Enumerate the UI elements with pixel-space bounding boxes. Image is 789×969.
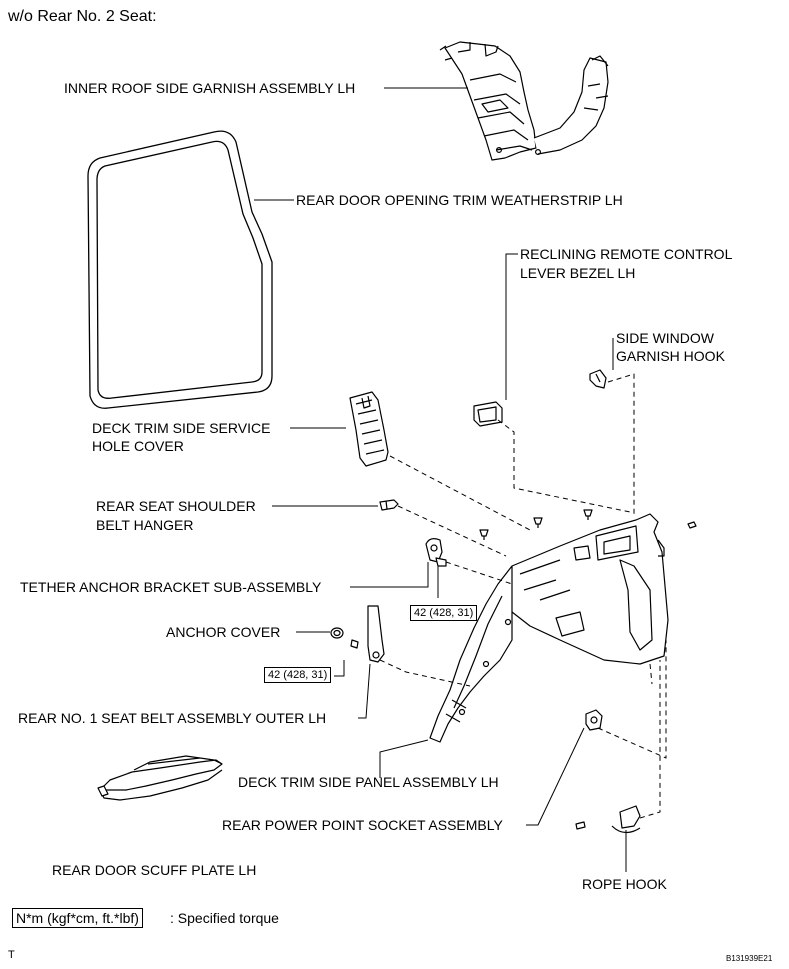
footer-left-code: T <box>8 949 15 961</box>
seat-belt-part <box>350 605 385 663</box>
diagram-title: w/o Rear No. 2 Seat: <box>8 8 157 25</box>
inner-roof-garnish-part <box>439 41 609 161</box>
label-service-hole-cover-line1: DECK TRIM SIDE SERVICE <box>92 420 271 436</box>
leader-lines <box>254 87 627 872</box>
legend-torque-unit: N*m (kgf*cm, ft.*lbf) <box>12 908 143 928</box>
legend-torque-text: : Specified torque <box>170 910 279 926</box>
deck-panel-part <box>429 513 669 743</box>
label-deck-panel: DECK TRIM SIDE PANEL ASSEMBLY LH <box>238 774 499 790</box>
label-garnish-hook-line2: GARNISH HOOK <box>616 348 725 364</box>
label-belt-hanger-line2: BELT HANGER <box>96 517 194 533</box>
garnish-hook-part <box>589 369 607 389</box>
label-weatherstrip: REAR DOOR OPENING TRIM WEATHERSTRIP LH <box>296 192 623 208</box>
label-scuff-plate: REAR DOOR SCUFF PLATE LH <box>52 862 257 878</box>
belt-hanger-part <box>379 499 399 511</box>
label-tether-bracket: TETHER ANCHOR BRACKET SUB-ASSEMBLY <box>20 579 322 595</box>
weatherstrip-part <box>87 130 273 409</box>
label-inner-roof-garnish: INNER ROOF SIDE GARNISH ASSEMBLY LH <box>64 80 356 96</box>
label-reclining-bezel-line1: RECLINING REMOTE CONTROL <box>520 246 733 262</box>
label-anchor-cover: ANCHOR COVER <box>166 624 281 640</box>
torque-seat-belt: 42 (428, 31) <box>264 667 332 683</box>
label-belt-hanger-line1: REAR SEAT SHOULDER <box>96 498 256 514</box>
reclining-bezel-part <box>473 401 503 427</box>
label-seat-belt: REAR NO. 1 SEAT BELT ASSEMBLY OUTER LH <box>18 710 327 726</box>
clip-fasteners <box>479 509 697 830</box>
service-hole-cover-part <box>349 391 389 467</box>
assembly-guide-lines <box>379 373 667 819</box>
label-service-hole-cover-line2: HOLE COVER <box>92 438 184 454</box>
scuff-plate-part <box>97 755 223 801</box>
anchor-cover-part <box>330 627 344 639</box>
rope-hook-part <box>611 805 641 834</box>
label-power-socket: REAR POWER POINT SOCKET ASSEMBLY <box>222 817 503 833</box>
label-reclining-bezel-line2: LEVER BEZEL LH <box>520 265 636 281</box>
power-socket-part <box>585 709 603 731</box>
tether-bracket-part <box>425 538 447 567</box>
footer-figure-id: B131939E21 <box>726 954 773 963</box>
torque-tether: 42 (428, 31) <box>410 605 478 621</box>
label-rope-hook: ROPE HOOK <box>582 876 667 892</box>
label-garnish-hook-line1: SIDE WINDOW <box>616 330 714 346</box>
